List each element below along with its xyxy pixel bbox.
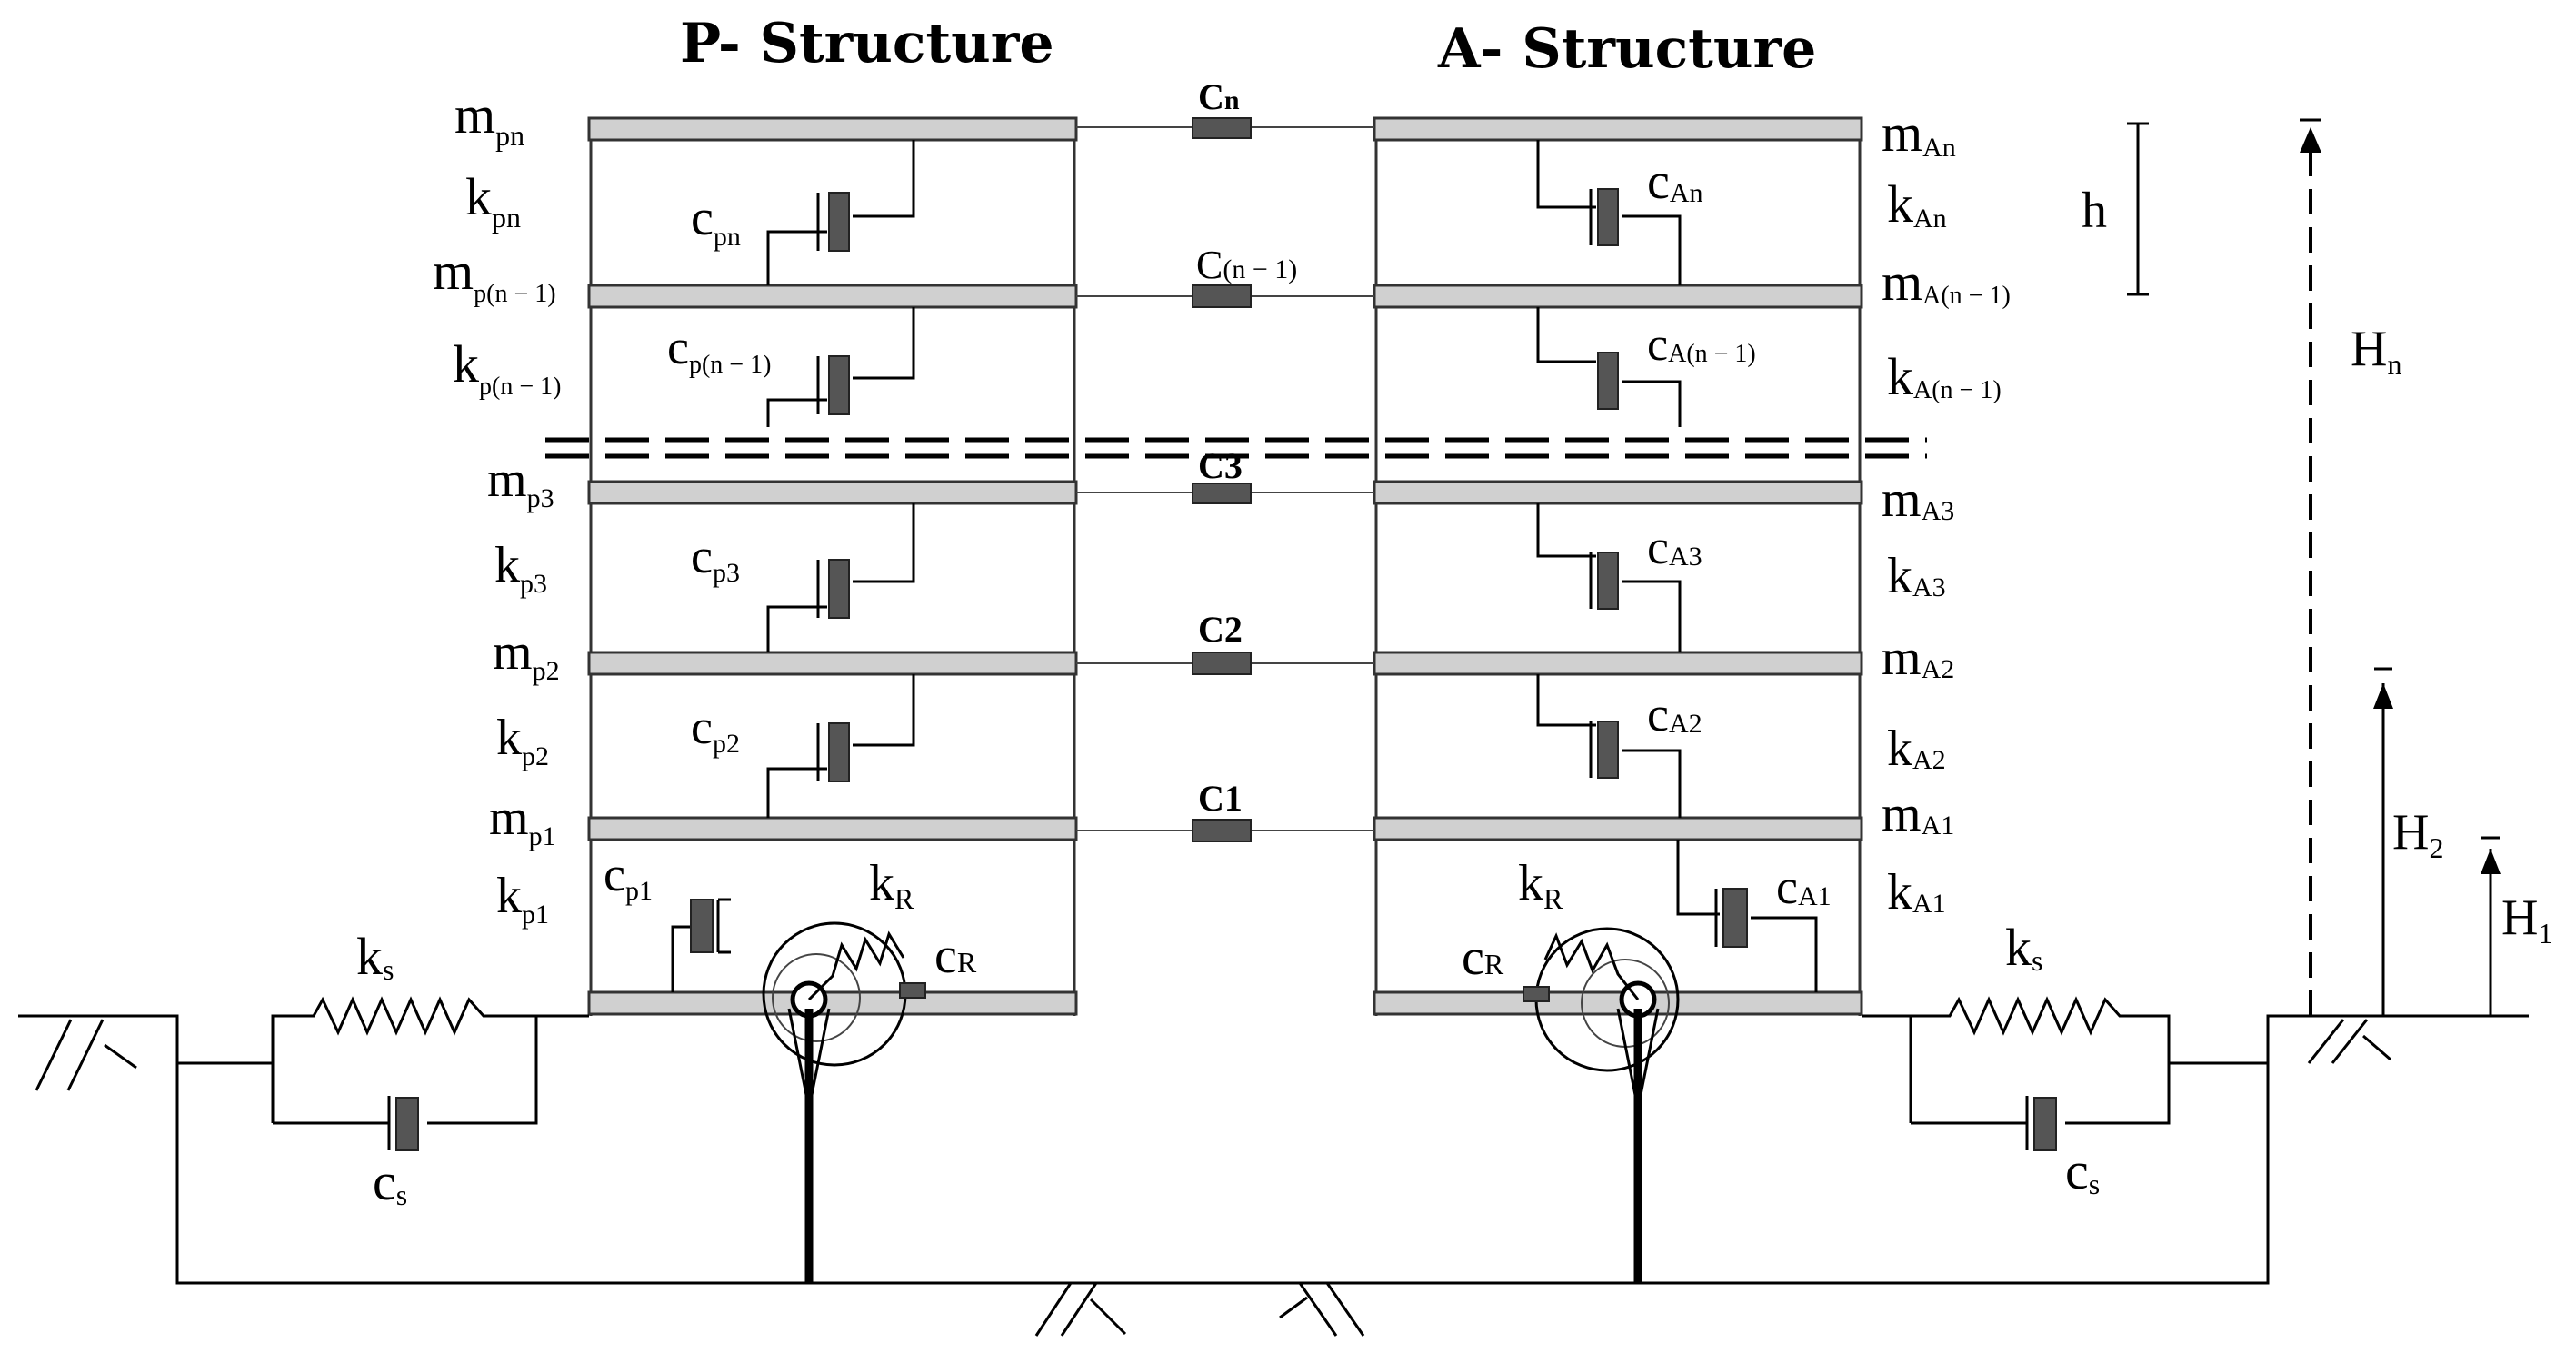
- foundation-labels: kR cR kR cR ks cs ks cs: [356, 855, 2100, 1211]
- p-damper-3: [766, 503, 915, 652]
- label-k-pn-1: kp(n − 1): [453, 334, 561, 401]
- a-slab-2: [1373, 651, 1863, 676]
- p-structure-title: P- Structure: [680, 12, 1054, 75]
- label-m-pn-1: mp(n − 1): [433, 242, 556, 308]
- a-damper-n-1: [1536, 307, 1682, 427]
- label-ks-left: ks: [356, 927, 394, 986]
- connector-labels: Cn C(n − 1) C3 C2 C1: [1196, 76, 1297, 819]
- connector-c3: [1192, 483, 1252, 504]
- a-damper-labels: cAn cA(n − 1) cA3 cA2 cA1: [1647, 154, 1832, 914]
- label-cn-1: C(n − 1): [1196, 243, 1297, 287]
- p-slab-1: [587, 816, 1078, 841]
- label-cs-right: cs: [2065, 1141, 2100, 1200]
- height-arrow-h2: [2373, 667, 2393, 1016]
- label-m-an-1: mA(n − 1): [1882, 253, 2011, 312]
- label-hn: Hn: [2351, 321, 2401, 381]
- label-kr-right: kR: [1518, 855, 1563, 915]
- right-rotational-spring: [1523, 927, 1680, 1283]
- p-slab-2: [587, 651, 1078, 676]
- label-k-an: kAn: [1887, 174, 1947, 234]
- label-c-a2: cA2: [1647, 687, 1702, 741]
- a-slab-3: [1373, 480, 1863, 505]
- label-cn: Cn: [1198, 76, 1240, 117]
- story-height-dimension: [2127, 122, 2149, 296]
- connector-c1: [1192, 819, 1252, 842]
- height-arrow-h1: [2481, 836, 2501, 1016]
- label-c-pn-1: cp(n − 1): [667, 320, 771, 379]
- label-cr-right: cR: [1462, 930, 1504, 986]
- label-k-p1: kp1: [496, 868, 549, 930]
- p-slab-3: [587, 480, 1078, 505]
- right-soil-spring-damper: [1909, 996, 2171, 1151]
- a-slab-n: [1373, 116, 1863, 142]
- p-damper-labels: cpn cp(n − 1) cp3 cp2 cp1: [604, 190, 771, 906]
- label-c1: C1: [1198, 778, 1243, 819]
- label-ks-right: ks: [2005, 918, 2042, 977]
- label-m-pn: mpn: [454, 85, 524, 152]
- height-arrow-hn: [2300, 118, 2321, 1016]
- label-c-an: cAn: [1647, 154, 1703, 210]
- label-k-a2: kA2: [1887, 721, 1946, 777]
- label-c-an-1: cA(n − 1): [1647, 319, 1756, 371]
- p-structure: [587, 116, 1078, 1016]
- label-k-pn: kpn: [465, 167, 521, 234]
- p-damper-n: [766, 140, 915, 285]
- p-slab-base: [587, 990, 1078, 1016]
- p-damper-n-1: [766, 307, 915, 427]
- label-c-a3: cA3: [1647, 520, 1702, 574]
- a-side-labels: mAn kAn mA(n − 1) kA(n − 1) mA3 kA3 mA2 …: [1882, 104, 2011, 920]
- label-h1: H1: [2501, 890, 2552, 950]
- a-damper-n: [1536, 140, 1682, 285]
- a-structure: [1373, 116, 1863, 1016]
- label-m-a1: mA1: [1882, 786, 1954, 842]
- height-labels: h Hn H2 H1: [2082, 183, 2552, 950]
- p-side-labels: mpn kpn mp(n − 1) kp(n − 1) mp3 kp3 mp2 …: [433, 85, 561, 930]
- a-damper-3: [1536, 503, 1682, 652]
- label-m-p3: mp3: [487, 452, 554, 513]
- label-m-a2: mA2: [1882, 630, 1954, 686]
- label-m-p2: mp2: [493, 624, 560, 686]
- label-m-an: mAn: [1882, 104, 1956, 163]
- label-c-pn: cpn: [691, 190, 741, 252]
- label-c-p3: cp3: [691, 529, 740, 588]
- label-h: h: [2082, 183, 2107, 239]
- connector-cn: [1192, 117, 1252, 139]
- label-m-p1: mp1: [489, 790, 556, 851]
- label-h2: H2: [2392, 804, 2443, 864]
- a-structure-title: A- Structure: [1437, 17, 1816, 81]
- p-damper-1: [671, 898, 731, 992]
- a-damper-2: [1536, 674, 1682, 818]
- label-m-a3: mA3: [1882, 472, 1954, 528]
- label-cs-left: cs: [373, 1152, 407, 1211]
- ground-surface: [18, 1014, 2529, 1285]
- label-c2: C2: [1198, 609, 1243, 650]
- p-damper-2: [766, 674, 915, 818]
- a-damper-1: [1676, 840, 1818, 992]
- label-c3: C3: [1198, 445, 1243, 486]
- label-c-p2: cp2: [691, 700, 740, 759]
- label-cr-left: cR: [934, 928, 977, 984]
- label-k-p2: kp2: [496, 710, 549, 771]
- a-slab-n-1: [1373, 284, 1863, 309]
- label-c-p1: cp1: [604, 847, 653, 906]
- p-slab-n-1: [587, 284, 1078, 309]
- label-kr-left: kR: [869, 855, 914, 915]
- connector-cn-1: [1192, 284, 1252, 308]
- left-soil-spring-damper: [271, 996, 538, 1151]
- ground-hatch: [35, 1019, 2391, 1337]
- a-slab-1: [1373, 816, 1863, 841]
- label-k-an-1: kA(n − 1): [1887, 347, 2002, 406]
- p-slab-n: [587, 116, 1078, 142]
- label-k-a1: kA1: [1887, 864, 1946, 920]
- label-c-a1: cA1: [1776, 860, 1832, 914]
- connector-c2: [1192, 652, 1252, 675]
- left-rotational-spring: [762, 921, 926, 1283]
- break-lines: [545, 437, 1927, 459]
- label-k-p3: kp3: [494, 537, 547, 599]
- label-k-a3: kA3: [1887, 548, 1946, 604]
- inter-structure-connectors: [1076, 117, 1374, 842]
